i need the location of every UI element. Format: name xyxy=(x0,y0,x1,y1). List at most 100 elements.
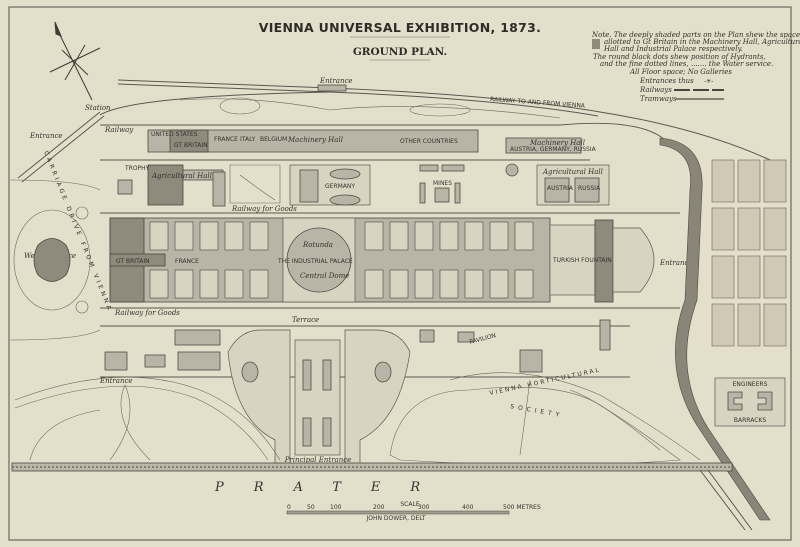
label-austria: AUSTRIA xyxy=(547,185,574,192)
northern-pavilions xyxy=(117,163,610,207)
palace-courtyard xyxy=(514,221,534,251)
map-subtitle: GROUND PLAN. xyxy=(353,46,447,58)
label-gt-britain: GT BRITAIN xyxy=(174,142,208,149)
map-title: VIENNA UNIVERSAL EXHIBITION, 1873. xyxy=(259,20,541,35)
palace-courtyard xyxy=(249,269,269,299)
tree-plot xyxy=(711,207,735,251)
scale-tick: 100 xyxy=(330,504,342,511)
palace-wings xyxy=(149,221,534,299)
label-italy: ITALY xyxy=(240,136,256,143)
palace-courtyard xyxy=(199,221,219,251)
credit: JOHN DOWER, DELT xyxy=(365,515,425,522)
compass-rose-icon xyxy=(49,21,101,101)
railway-lines xyxy=(17,79,771,183)
label-entrance-south-west: Entrance xyxy=(99,377,133,385)
palace-courtyard xyxy=(514,269,534,299)
label-station: Station xyxy=(85,104,111,112)
legend-note: All Floor space; No Galleries xyxy=(629,68,732,76)
label-machinery-hall-countries: AUSTRIA, GERMANY, RUSSIA xyxy=(510,146,597,153)
palace-courtyard xyxy=(439,221,459,251)
label-machinery-hall: Machinery Hall xyxy=(287,136,343,144)
label-germany: GERMANY xyxy=(325,183,355,190)
palace-courtyard xyxy=(389,269,409,299)
legend-shaded-swatch xyxy=(592,39,600,49)
canal xyxy=(659,137,771,521)
south-buildings xyxy=(104,319,611,466)
label-terrace: Terrace xyxy=(292,316,319,324)
label-railway-for-goods-south: Railway for Goods xyxy=(114,309,180,317)
tree-plot xyxy=(711,303,735,347)
tree-plot xyxy=(737,255,761,299)
scale-title: SCALE xyxy=(400,501,419,508)
legend-note: Note. The deeply shaded parts on the Pla… xyxy=(591,31,800,39)
tree-plot xyxy=(737,207,761,251)
palace-courtyard xyxy=(149,269,169,299)
scale-tick: 0 xyxy=(287,504,291,511)
label-agricultural-hall-west: Agricultural Hall xyxy=(151,172,212,180)
rotunda xyxy=(286,227,352,293)
palace-courtyard xyxy=(174,221,194,251)
label-horticultural: VIENNA HORTICULTURAL xyxy=(489,366,602,396)
label-belgium: BELGIUM xyxy=(260,136,287,143)
map-border xyxy=(8,6,792,541)
scale-tick: 300 xyxy=(418,504,430,511)
legend: Note. The deeply shaded parts on the Pla… xyxy=(591,31,800,103)
label-france: FRANCE xyxy=(214,136,238,143)
palace-courtyard xyxy=(414,221,434,251)
label-agricultural-hall-east: Agricultural Hall xyxy=(542,168,603,176)
tree-plot xyxy=(711,159,735,203)
legend-tramways: Tramways xyxy=(640,95,677,103)
label-turkish-fountain: TURKISH FOUNTAIN xyxy=(552,257,612,264)
palace-courtyard xyxy=(364,269,384,299)
palace-courtyard xyxy=(414,269,434,299)
machinery-hall xyxy=(147,129,582,154)
tree-plot xyxy=(711,255,735,299)
entrance-symbol-icon: -✳- xyxy=(704,78,713,85)
tree-plot xyxy=(737,303,761,347)
tree-plot xyxy=(763,159,787,203)
label-principal-entrance: Principal Entrance xyxy=(284,456,352,464)
label-carriage-drive: CARRIAGE DRIVE FROM VIENNA xyxy=(42,150,113,313)
legend-note: and the fine dotted lines, ....... the W… xyxy=(600,60,773,68)
tree-plot xyxy=(763,207,787,251)
palace-courtyard xyxy=(489,269,509,299)
palace-courtyard xyxy=(224,269,244,299)
scale-tick: 500 METRES xyxy=(503,504,541,511)
label-railway: Railway xyxy=(104,126,134,134)
palace-courtyard xyxy=(249,221,269,251)
north-entrance-building xyxy=(317,84,347,92)
palace-courtyard xyxy=(174,269,194,299)
west-garden xyxy=(9,179,101,341)
label-entrance-east: Entrance xyxy=(659,259,693,267)
legend-note: Hall and Industrial Palace respectively. xyxy=(603,45,743,53)
label-prater: PRATER xyxy=(214,480,450,495)
label-central-dome: Central Dome xyxy=(300,272,349,280)
palace-courtyard xyxy=(389,221,409,251)
legend-entrances: Entrances thus xyxy=(639,77,694,85)
tree-plantation xyxy=(711,159,787,347)
label-france-palace: FRANCE xyxy=(175,258,199,265)
label-other-countries: OTHER COUNTRIES xyxy=(400,138,458,145)
prater-railway xyxy=(11,462,753,531)
palace-courtyard xyxy=(464,221,484,251)
palace-courtyard xyxy=(364,221,384,251)
label-entrance: Entrance xyxy=(319,77,353,85)
palace-courtyard xyxy=(199,269,219,299)
scale-tick: 400 xyxy=(462,504,474,511)
label-united-states: UNITED STATES xyxy=(151,131,198,138)
engineers-barracks xyxy=(714,377,786,427)
palace-courtyard xyxy=(149,221,169,251)
tree-plot xyxy=(763,303,787,347)
label-railway-for-goods: Railway for Goods xyxy=(231,205,297,213)
tree-plot xyxy=(763,255,787,299)
palace-courtyard xyxy=(464,269,484,299)
label-rotunda: Rotunda xyxy=(302,241,333,249)
label-machinery-hall-east: Machinery Hall xyxy=(529,139,585,147)
tree-plot xyxy=(737,159,761,203)
legend-note: The round black dots shew position of Hy… xyxy=(593,53,766,61)
label-entrance: Entrance xyxy=(29,132,63,140)
label-industrial-palace: THE INDUSTRIAL PALACE xyxy=(277,258,353,265)
label-trophy: TROPHY xyxy=(124,165,150,172)
label-society: SOCIETY xyxy=(510,403,564,419)
